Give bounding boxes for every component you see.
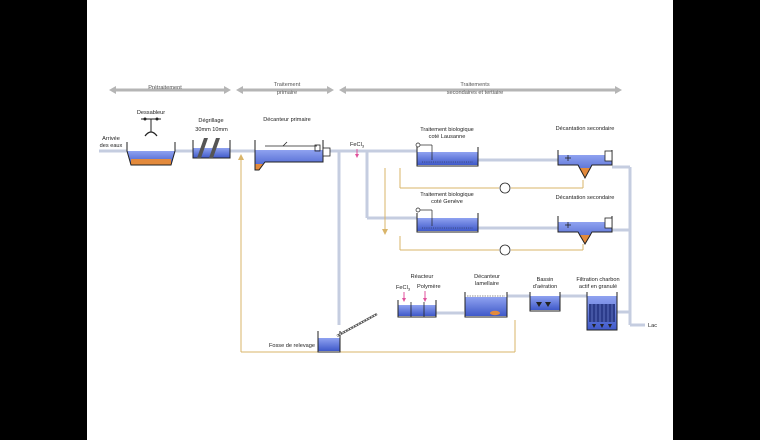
return-arrowhead-2 <box>382 229 388 235</box>
lake-label: Lac <box>648 323 657 329</box>
stage-secondary-label-2: secondaires et tertiaire <box>447 90 504 96</box>
grit-chamber <box>126 117 176 166</box>
pump-lausanne-icon <box>499 182 511 194</box>
stage-arrows <box>109 86 622 94</box>
diagram-canvas: Prétraitement Traitement primaire Traite… <box>87 0 673 440</box>
polymer-label: Polymère <box>417 284 441 290</box>
screen-10mm-label: 10mm <box>212 127 228 133</box>
stage-pretreatment-label: Prétraitement <box>148 85 182 91</box>
primary-clarifier <box>254 140 331 171</box>
aeration-label-1: Bassin <box>537 277 554 283</box>
bio-tank-geneve <box>415 207 479 233</box>
reactor-tank <box>397 291 437 318</box>
inlet-label-2: des eaux <box>100 143 123 149</box>
secondary-clarifier-1 <box>557 150 613 180</box>
secondary-clarifier-2 <box>557 216 613 245</box>
reactor-fecl3-label: FeCl3 <box>396 285 411 292</box>
bio-geneve-label-1: Traitement biologique <box>420 192 474 198</box>
process-flow-diagram: Prétraitement Traitement primaire Traite… <box>99 82 657 353</box>
stage-secondary-label-1: Traitements <box>460 82 490 88</box>
lifting-pit-label: Fosse de relevage <box>269 343 315 349</box>
pipes <box>99 149 645 327</box>
bio-lausanne-label-1: Traitement biologique <box>420 127 474 133</box>
primary-clarifier-label: Décanteur primaire <box>263 117 311 123</box>
reactor-label: Réacteur <box>411 274 434 280</box>
fecl3-label: FeCl3 <box>350 142 365 149</box>
lifting-pit <box>317 313 378 353</box>
pretreatment-arrow <box>109 86 231 94</box>
filter-label-1: Filtration charbon <box>576 277 619 283</box>
stage-primary-label-2: primaire <box>277 90 297 96</box>
lamella-settler <box>464 292 508 318</box>
fecl3-dose-arrowhead <box>355 154 359 158</box>
pump-geneve-icon <box>499 244 511 256</box>
inlet-label-1: Arrivée <box>102 136 120 142</box>
secondary-arrow <box>339 86 622 94</box>
carbon-filter <box>586 292 618 331</box>
aeration-label-2: d'aération <box>533 284 557 290</box>
secondary-clarifier-1-label: Décantation secondaire <box>556 126 615 132</box>
screening-channel <box>192 138 231 159</box>
bio-lausanne-label-2: coté Lausanne <box>429 134 466 140</box>
return-lines <box>240 158 584 353</box>
screen-30mm-label: 30mm <box>195 127 211 133</box>
filter-label-2: actif en granulé <box>579 284 617 290</box>
aeration-basin <box>529 292 561 312</box>
bio-tank-lausanne <box>415 142 479 167</box>
screening-label: Dégrillage <box>198 118 223 124</box>
primary-arrow <box>236 86 334 94</box>
lamella-label-2: lamellaire <box>475 281 499 287</box>
return-arrowhead <box>238 154 244 160</box>
secondary-clarifier-2-label: Décantation secondaire <box>556 195 615 201</box>
bio-geneve-label-2: coté Genève <box>431 199 463 205</box>
grit-chamber-label: Dessableur <box>137 110 165 116</box>
lamella-label-1: Décanteur <box>474 274 500 280</box>
stage-primary-label-1: Traitement <box>274 82 301 88</box>
